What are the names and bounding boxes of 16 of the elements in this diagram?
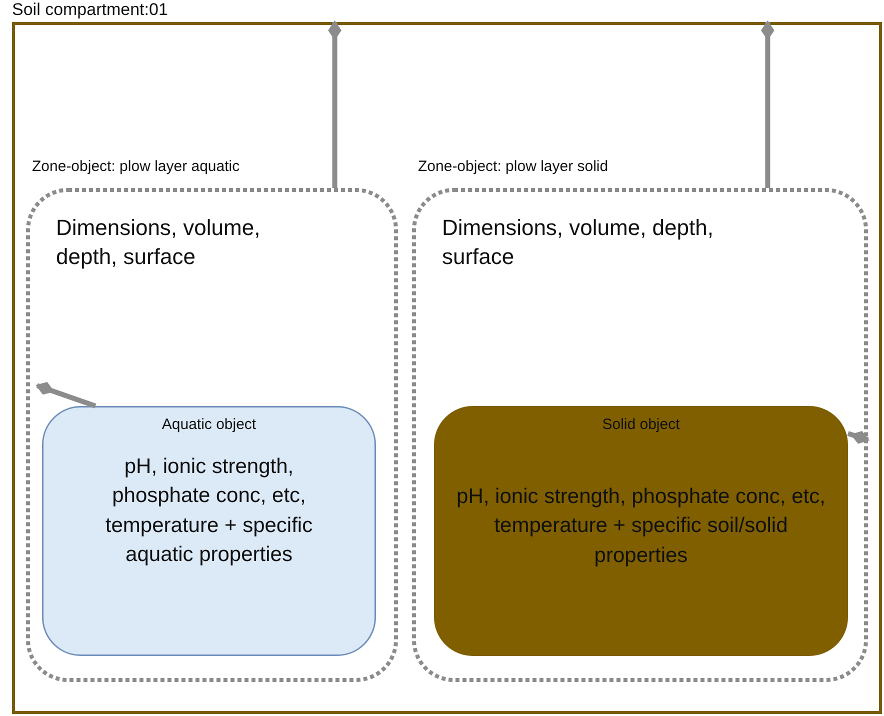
object-box bbox=[434, 406, 848, 656]
connector bbox=[761, 20, 774, 188]
object-title: Solid object bbox=[601, 416, 681, 433]
object-box bbox=[42, 406, 376, 656]
connector bbox=[328, 20, 342, 188]
zone-properties: Dimensions, volume, depth, surface bbox=[56, 214, 262, 271]
object-properties: pH, ionic strength, phosphate conc, etc, temperature + specific soil/solid properties bbox=[456, 484, 826, 569]
zone-heading: Zone-object: plow layer solid bbox=[418, 158, 608, 175]
zone-properties: Dimensions, volume, depth, surface bbox=[442, 214, 714, 271]
compartment-title: Soil compartment:01 bbox=[12, 0, 168, 20]
object-properties: pH, ionic strength, phosphate conc, etc, temperature + specific aquatic properties bbox=[104, 454, 314, 568]
compartment-frame bbox=[12, 0, 882, 714]
object-title: Aquatic object bbox=[160, 416, 258, 433]
connector bbox=[36, 382, 96, 408]
zone-heading: Zone-object: plow layer aquatic bbox=[32, 158, 240, 175]
connector bbox=[847, 431, 870, 444]
